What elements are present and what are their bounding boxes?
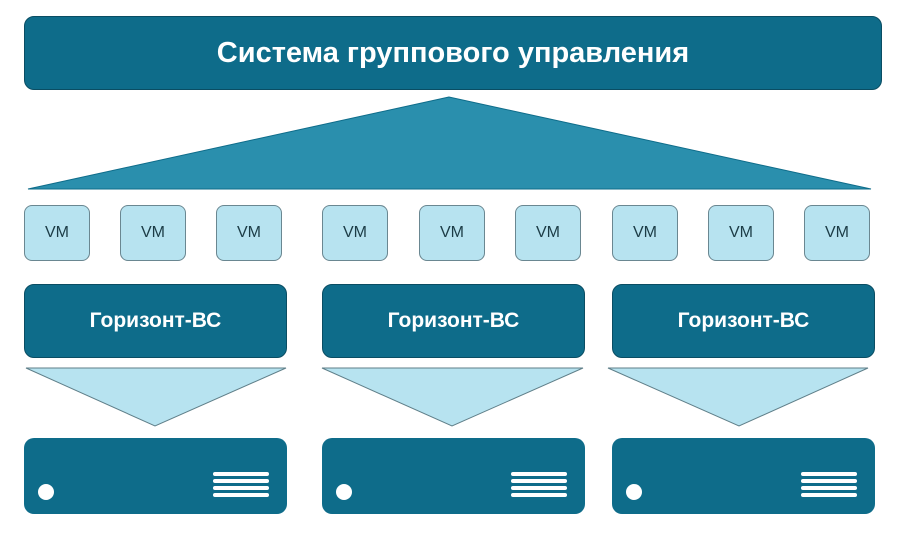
- server-power-led-icon: [626, 484, 642, 500]
- hypervisor-label: Горизонт-ВС: [387, 309, 520, 332]
- server-power-led-icon: [336, 484, 352, 500]
- management-system-title: Система группового управления: [216, 36, 690, 69]
- vm-box: VM: [216, 205, 282, 261]
- vm-box: VM: [419, 205, 485, 261]
- fanout-triangle: [27, 96, 872, 190]
- management-system-header: Система группового управления: [24, 16, 882, 90]
- vm-box: VM: [708, 205, 774, 261]
- server-1: [24, 438, 287, 514]
- vm-box: VM: [515, 205, 581, 261]
- hypervisor-2-down-triangle: [321, 367, 584, 427]
- server-vent-lines-icon: [511, 472, 567, 498]
- server-vent-lines-icon: [213, 472, 269, 498]
- vm-box: VM: [24, 205, 90, 261]
- hypervisor-box-1: Горизонт-ВС: [24, 284, 287, 358]
- server-3: [612, 438, 875, 514]
- vm-box: VM: [120, 205, 186, 261]
- server-power-led-icon: [38, 484, 54, 500]
- server-2: [322, 438, 585, 514]
- vm-box: VM: [804, 205, 870, 261]
- hypervisor-label: Горизонт-ВС: [89, 309, 222, 332]
- hypervisor-box-3: Горизонт-ВС: [612, 284, 875, 358]
- hypervisor-label: Горизонт-ВС: [677, 309, 810, 332]
- hypervisor-1-down-triangle: [25, 367, 287, 427]
- hypervisor-3-down-triangle: [607, 367, 869, 427]
- hypervisor-box-2: Горизонт-ВС: [322, 284, 585, 358]
- vm-box: VM: [322, 205, 388, 261]
- server-vent-lines-icon: [801, 472, 857, 498]
- vm-box: VM: [612, 205, 678, 261]
